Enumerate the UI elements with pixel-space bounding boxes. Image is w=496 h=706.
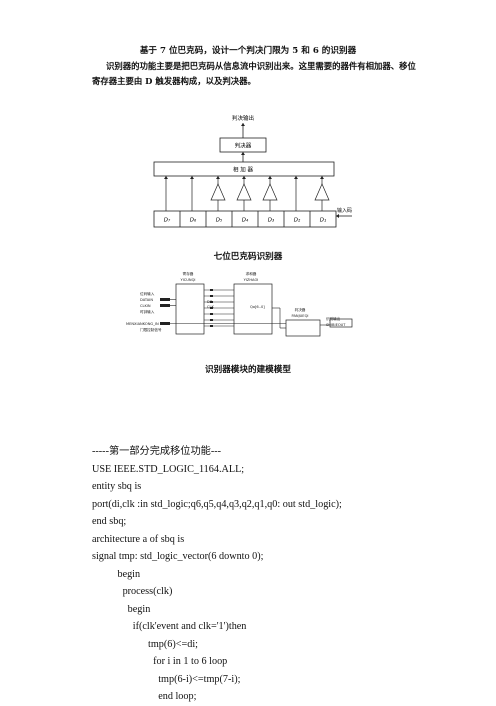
label-threshold-signal: 门限控制信号	[140, 327, 162, 332]
cell-d5: D₅	[216, 218, 222, 224]
shift-register	[153, 210, 337, 228]
adder-name: YIZHAOI	[244, 278, 259, 282]
code-line: end sbq;	[92, 516, 127, 527]
cell-d7: D₇	[164, 218, 171, 224]
inverter-5	[262, 183, 278, 201]
cell-d2: D₂	[294, 218, 301, 224]
label-clock-input: 时钟输入	[140, 309, 155, 314]
decider-block	[285, 319, 321, 337]
cell-d6: D₆	[190, 218, 197, 224]
code-line: -----第一部分完成移位功能---	[92, 446, 222, 457]
label-bit-input: 位码输入	[140, 291, 155, 296]
code-line: entity sbq is	[92, 481, 142, 492]
label-datain: DATAIN	[140, 298, 153, 302]
decider-title: 判决器	[295, 307, 306, 312]
cell-d1: D₁	[320, 218, 326, 224]
cell-d3: D₃	[268, 218, 275, 224]
pin-qo: Qo[6..0]	[250, 305, 265, 309]
doc-title: 基于 7 位巴克码，设计一个判决门限为 5 和 6 的识别器	[139, 46, 357, 56]
out-shibieout-label: SHIBIEOUT	[326, 323, 346, 327]
code-line: USE IEEE.STD_LOGIC_1164.ALL;	[92, 463, 245, 475]
inverter-4	[236, 183, 252, 201]
module-model-diagram: 寄存器 YICUNQI 求和器 YIZHAOI 判决器 PANJUEQI 位码输…	[126, 271, 353, 337]
code-line: port(di,clk :in std_logic;q6,q5,q4,q3,q2…	[92, 498, 342, 510]
adder-title: 求和器	[246, 271, 257, 276]
code-line: begin	[92, 568, 141, 580]
code-line: if(clk'event and clk='1')then	[92, 621, 247, 632]
input-code-label: 输入码	[337, 207, 352, 214]
vhdl-code-block: -----第一部分完成移位功能--- USE IEEE.STD_LOGIC_116…	[92, 443, 342, 706]
code-line: signal tmp: std_logic_vector(6 downto 0)…	[92, 551, 264, 562]
code-line: architecture a of sbq is	[92, 533, 185, 545]
shift-reg-title: 寄存器	[183, 271, 194, 276]
figure2-caption: 识别器模块的建模模型	[205, 365, 291, 375]
code-line: begin	[92, 603, 151, 615]
code-line: for i in 1 to 6 loop	[92, 656, 228, 667]
label-clkin: CLKIN	[140, 304, 151, 308]
code-line: tmp(6)<=di;	[92, 638, 199, 650]
code-line: end loop;	[92, 691, 197, 702]
figure1-caption: 七位巴克码识别器	[213, 252, 283, 262]
code-line: process(clk)	[92, 586, 173, 597]
cell-d4: D₄	[242, 218, 249, 224]
decider-label: 判决器	[235, 142, 252, 150]
shift-reg-name: YICUNQI	[181, 278, 196, 282]
inverter-3	[210, 183, 226, 201]
adder-label: 相 加 器	[233, 166, 253, 174]
inverter-7	[314, 183, 330, 201]
decision-output-label: 判决输出	[232, 114, 254, 122]
intro-paragraph: 识别器的功能主要是把巴克码从信息流中识别出来。这里需要的器件有相加器、移位寄存器…	[92, 61, 416, 86]
shift-reg-block	[175, 283, 205, 335]
label-menxian: MENXIANKONG_IN	[126, 322, 159, 326]
out-recognize-label: 识别输出	[326, 316, 341, 321]
decider-name: PANJUEQI	[292, 314, 309, 318]
adder-block	[233, 283, 273, 335]
code-line: tmp(6-i)<=tmp(7-i);	[92, 673, 241, 685]
barker-recognizer-diagram: 判决输出 判决器 相 加 器	[153, 114, 352, 228]
